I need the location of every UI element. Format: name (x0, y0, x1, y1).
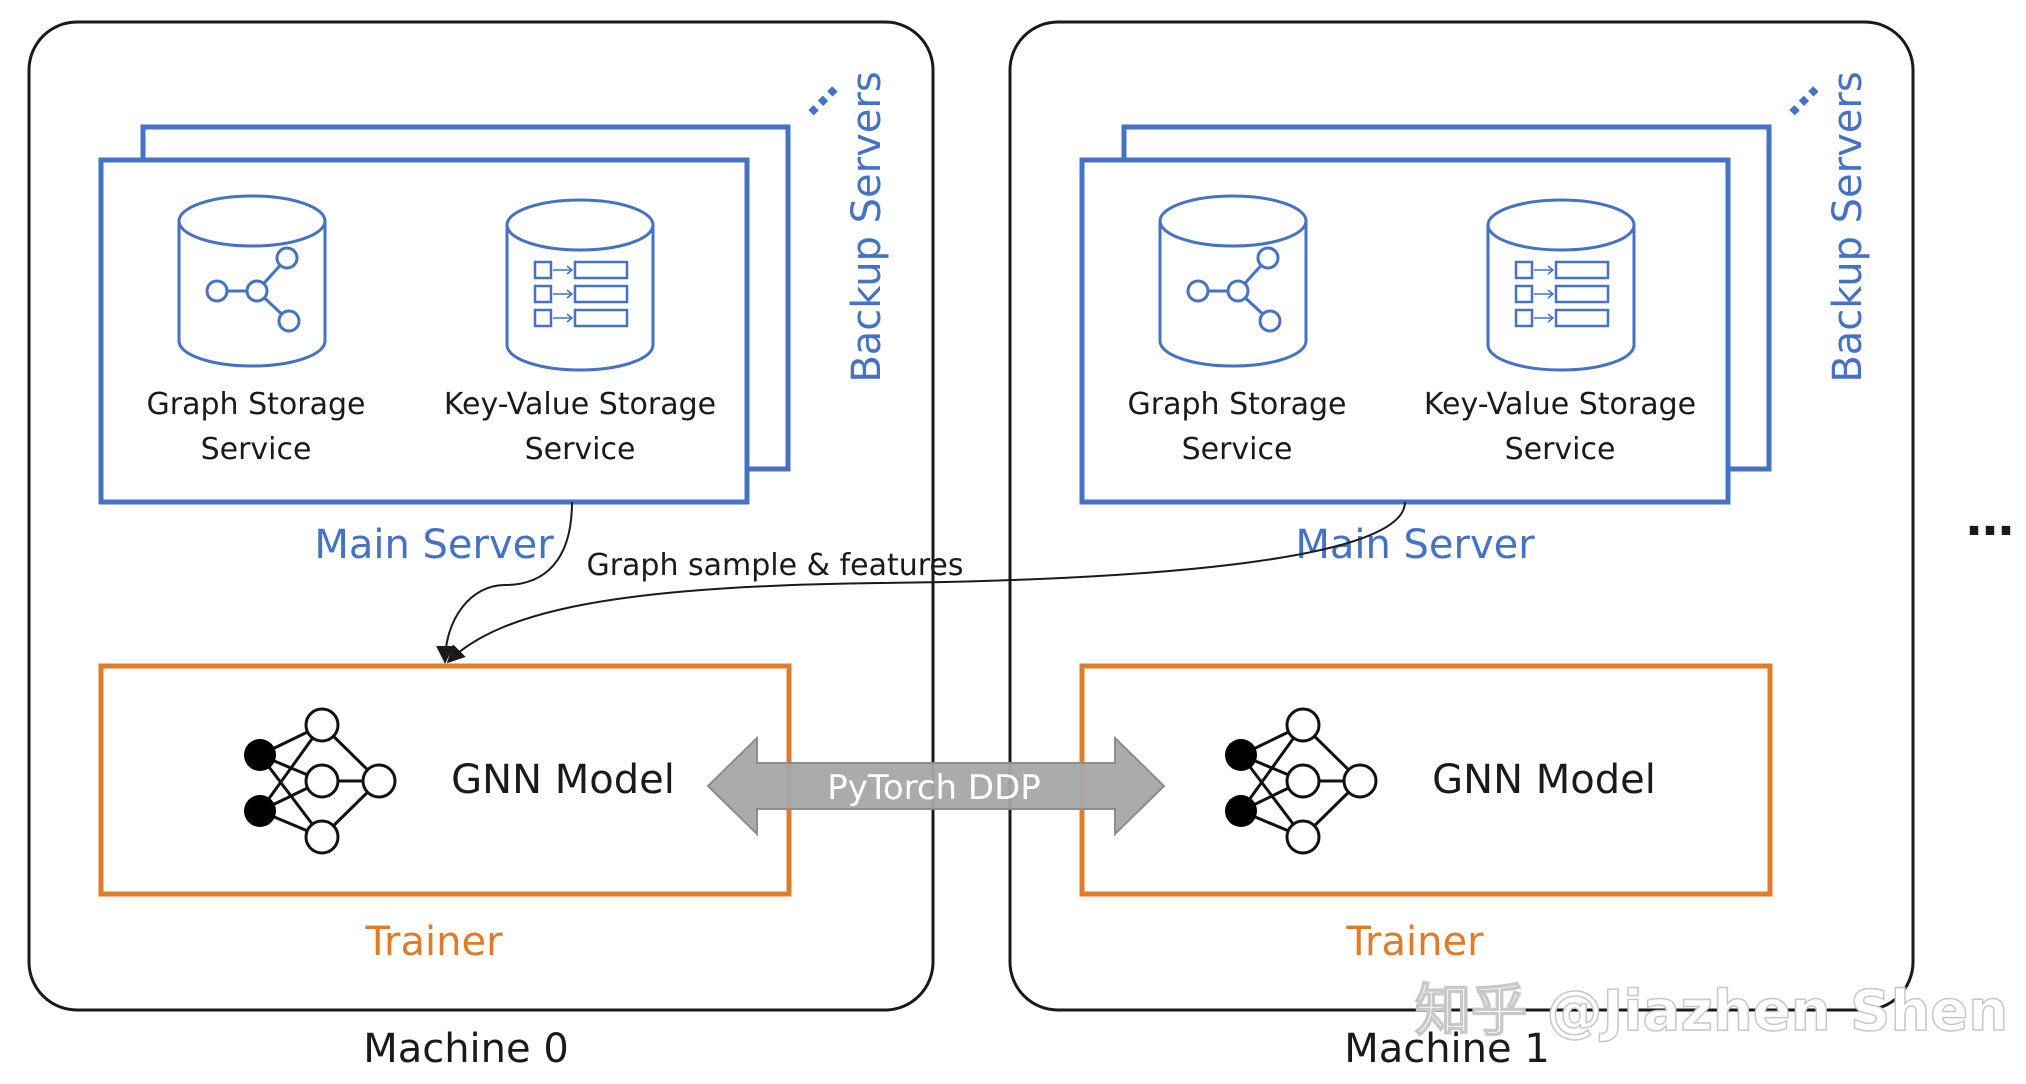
data-flow-arrow-local (436, 501, 573, 664)
machine-1-graph-storage-label-1: Graph Storage (1128, 387, 1347, 422)
machine-1-main-server-box (1079, 157, 1731, 505)
machine-0-backup-servers-label: Backup Servers (844, 71, 890, 382)
machine-0-kv-storage-label-2: Service (525, 432, 636, 467)
machine-1-gnn-model-label: GNN Model (1432, 757, 1656, 803)
neural-network-icon (1223, 707, 1378, 855)
machine-0-backup-ellipsis: … (786, 64, 847, 125)
machine-0-gnn-model-label: GNN Model (451, 757, 675, 803)
machine-1: … Backup Servers Graph Storage Service K… (1008, 20, 1915, 1072)
machine-0-graph-storage-label-2: Service (201, 432, 312, 467)
machine-1-kv-storage-label-2: Service (1505, 432, 1616, 467)
machine-0-trainer-box (98, 663, 792, 897)
machine-1-backup-ellipsis: … (1767, 64, 1828, 125)
data-flow-label: Graph sample & features (586, 548, 963, 583)
machine-1-graph-storage-label-2: Service (1182, 432, 1293, 467)
machine-1-label: Machine 1 (1344, 1026, 1550, 1072)
machine-1-backup-servers-label: Backup Servers (1825, 71, 1871, 382)
watermark: 知乎 @Jiazhen Shen (1415, 979, 2008, 1044)
machine-0-border (27, 20, 935, 1012)
machine-0-main-server-label: Main Server (314, 522, 554, 568)
machine-1-main-server-label: Main Server (1295, 522, 1535, 568)
machine-1-border (1008, 20, 1915, 1012)
machine-1-trainer-label: Trainer (1345, 919, 1484, 965)
data-flow-arrow-remote (446, 501, 1406, 664)
neural-network-icon (242, 707, 397, 855)
machine-0-trainer-label: Trainer (364, 919, 503, 965)
ddp-double-arrow (706, 735, 1166, 837)
machine-0-kv-storage-label-1: Key-Value Storage (444, 387, 716, 422)
machine-1-trainer-box (1079, 663, 1773, 897)
machine-0-label: Machine 0 (363, 1026, 569, 1072)
machine-1-kv-storage-label-1: Key-Value Storage (1424, 387, 1696, 422)
machine-0: … Backup Servers Graph Storage Service K… (27, 20, 935, 1072)
machine-0-graph-storage-label-1: Graph Storage (147, 387, 366, 422)
machine-0-main-server-box (98, 157, 750, 505)
ddp-label: PyTorch DDP (827, 768, 1041, 808)
more-machines-ellipsis: … (1966, 491, 2014, 547)
